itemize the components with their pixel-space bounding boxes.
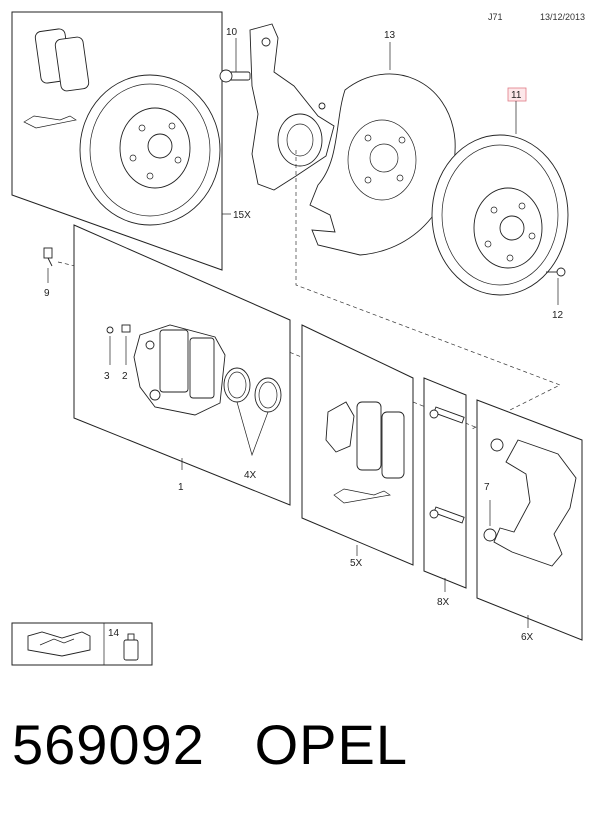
callout-8x: 8X	[437, 597, 450, 608]
callout-12: 12	[552, 310, 564, 321]
callout-6x: 6X	[521, 632, 534, 643]
panel-6x-caliper-bracket: 7 6X	[476, 399, 583, 643]
callout-13: 13	[384, 30, 396, 41]
panel-5x-pads: 5X	[301, 324, 414, 569]
callout-14: 14	[108, 628, 120, 639]
panel-8x-guide-bolts: 8X	[423, 377, 467, 608]
dust-shield: 13	[309, 30, 456, 256]
callout-5x: 5X	[350, 558, 363, 569]
panel-1-caliper: 4X 3 2 1	[73, 224, 291, 506]
part-number-and-brand: 569092 OPEL	[12, 712, 408, 777]
panel-15x-rotor-kit: 15X	[11, 11, 251, 271]
part-number: 569092	[12, 713, 205, 776]
callout-4x: 4X	[244, 470, 257, 481]
callout-9: 9	[44, 288, 50, 299]
bleeder-bolt: 9	[43, 247, 53, 299]
legend-box: 14	[11, 622, 153, 666]
grease-tube-icon	[123, 639, 139, 661]
callout-3: 3	[104, 371, 110, 382]
callout-15x: 15X	[233, 210, 251, 221]
header-date: 13/12/2013	[540, 12, 585, 22]
brand-name: OPEL	[254, 713, 408, 776]
brake-rotor: 11 12	[431, 87, 569, 321]
steering-knuckle: 10	[219, 23, 335, 191]
callout-10: 10	[226, 27, 238, 38]
callout-2: 2	[122, 371, 128, 382]
manual-book-icon	[27, 631, 91, 657]
callout-11-highlight	[507, 87, 527, 102]
callout-1: 1	[178, 482, 184, 493]
callout-7: 7	[484, 482, 490, 493]
assembly-line-rotor	[295, 150, 561, 431]
callout-11: 11	[511, 90, 522, 101]
header-code: J71	[488, 12, 503, 22]
